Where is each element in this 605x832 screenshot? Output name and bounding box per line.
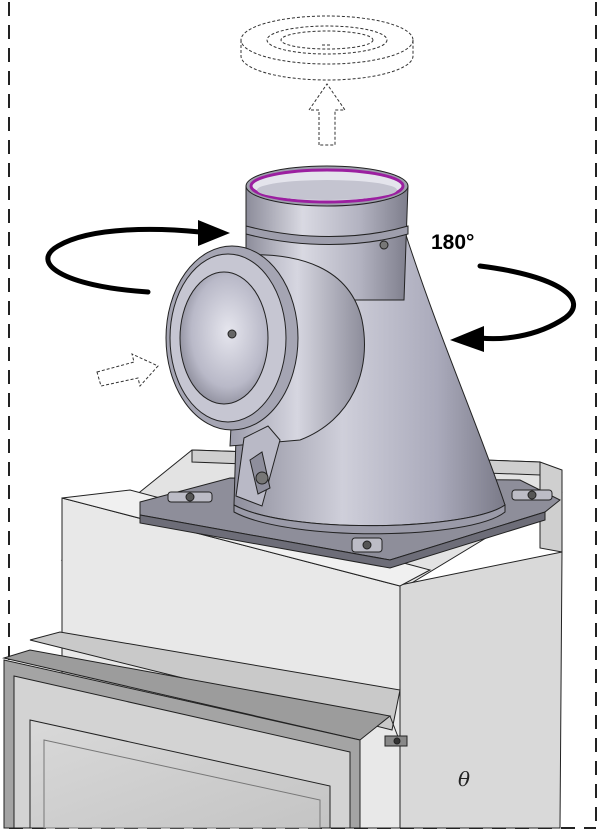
- arrowhead-right-icon: [450, 326, 484, 352]
- arrowhead-left-icon: [198, 220, 230, 246]
- rotation-arrow-left-icon: [45, 226, 203, 295]
- rotation-arrows: [45, 220, 577, 352]
- support-bracket: [235, 425, 281, 507]
- insert-arrow-icon: [96, 353, 159, 388]
- lift-arrow-icon: [308, 83, 346, 146]
- side-spigot: [165, 245, 365, 447]
- rotation-angle-label: 180°: [431, 231, 474, 254]
- cap-ring-removed: [240, 15, 414, 81]
- side-mark-label: θ: [458, 767, 470, 791]
- rotation-arrow-right-icon: [477, 263, 577, 342]
- stove-door: [2, 631, 408, 829]
